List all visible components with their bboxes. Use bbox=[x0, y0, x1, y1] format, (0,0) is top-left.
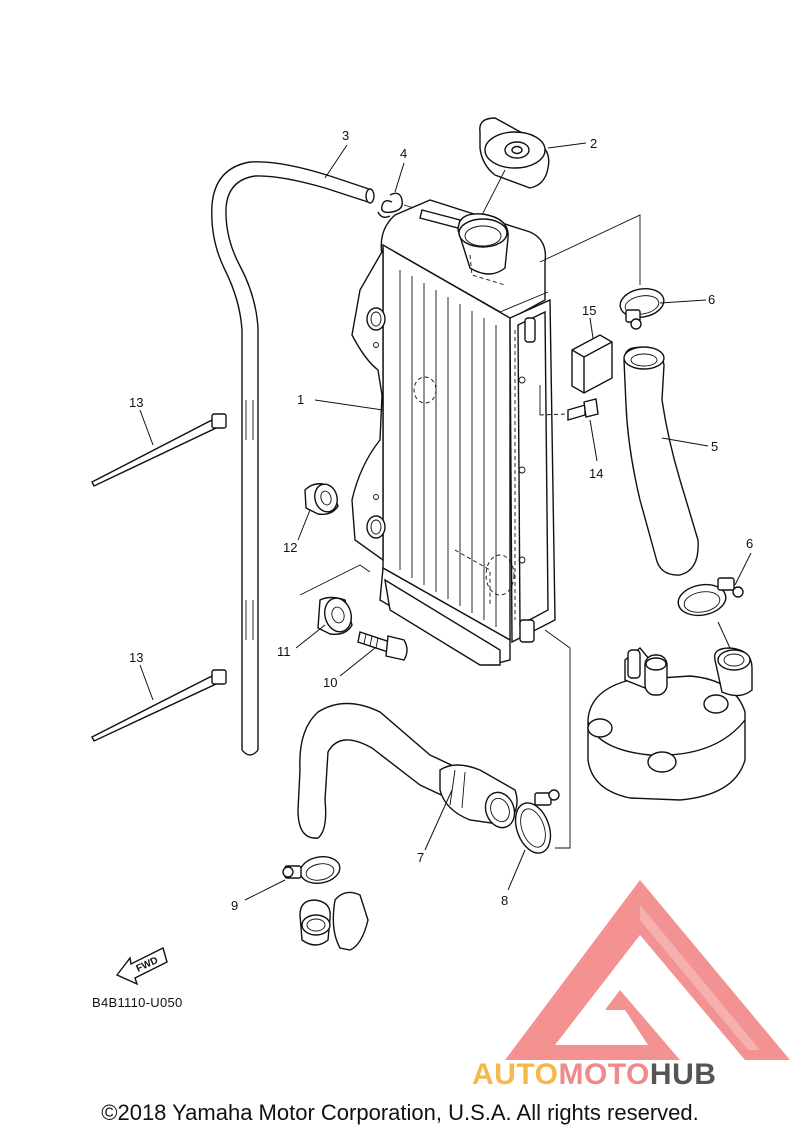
radiator-cap-2 bbox=[479, 117, 550, 216]
cable-tie-13-bottom bbox=[91, 669, 227, 742]
watermark-text: AUTOMOTOHUB bbox=[472, 1058, 716, 1092]
diagram-code: B4B1110-U050 bbox=[92, 995, 183, 1010]
bolt-14 bbox=[539, 398, 599, 421]
callout-7: 7 bbox=[417, 850, 424, 865]
clamp-8 bbox=[514, 789, 560, 854]
callout-3: 3 bbox=[342, 128, 349, 143]
callout-13-top: 13 bbox=[129, 395, 143, 410]
callout-12: 12 bbox=[283, 540, 297, 555]
watermark-part-hub: HUB bbox=[649, 1058, 717, 1091]
assembly-lines bbox=[299, 214, 641, 849]
hose-7 bbox=[297, 702, 518, 839]
callout-9: 9 bbox=[231, 898, 238, 913]
callout-labels: 1 2 3 4 5 6 6 7 8 9 10 11 12 13 13 14 15 bbox=[129, 128, 753, 913]
callout-4: 4 bbox=[400, 146, 407, 161]
fwd-arrow-icon: FWD bbox=[115, 946, 168, 986]
cylinder-head-reference bbox=[587, 621, 753, 801]
watermark-part-auto: AUTO bbox=[472, 1058, 559, 1091]
watermark-part-moto: MOTO bbox=[558, 1058, 650, 1091]
callout-5: 5 bbox=[711, 439, 718, 454]
copyright-notice: ©2018 Yamaha Motor Corporation, U.S.A. A… bbox=[101, 1100, 699, 1125]
pad-15 bbox=[571, 334, 613, 394]
callout-8: 8 bbox=[501, 893, 508, 908]
grommet-11 bbox=[317, 596, 353, 635]
callout-6-top: 6 bbox=[708, 292, 715, 307]
hose-5 bbox=[623, 346, 699, 576]
leader-lines bbox=[139, 142, 752, 901]
bolt-10 bbox=[357, 631, 408, 661]
callout-14: 14 bbox=[589, 466, 603, 481]
callout-10: 10 bbox=[323, 675, 337, 690]
callout-15: 15 bbox=[582, 303, 596, 318]
callout-13-bottom: 13 bbox=[129, 650, 143, 665]
callout-2: 2 bbox=[590, 136, 597, 151]
grommet-12 bbox=[304, 483, 339, 516]
cable-tie-13-top bbox=[91, 413, 227, 487]
clamp-6-bottom bbox=[677, 577, 744, 617]
callout-1: 1 bbox=[297, 392, 304, 407]
watermark-logo-icon bbox=[505, 880, 790, 1060]
clamp-9 bbox=[282, 856, 369, 951]
callout-11: 11 bbox=[277, 644, 291, 659]
radiator-1 bbox=[351, 199, 556, 666]
clamp-6-top bbox=[619, 287, 665, 330]
hose-3 bbox=[211, 161, 375, 756]
callout-6-bottom: 6 bbox=[746, 536, 753, 551]
